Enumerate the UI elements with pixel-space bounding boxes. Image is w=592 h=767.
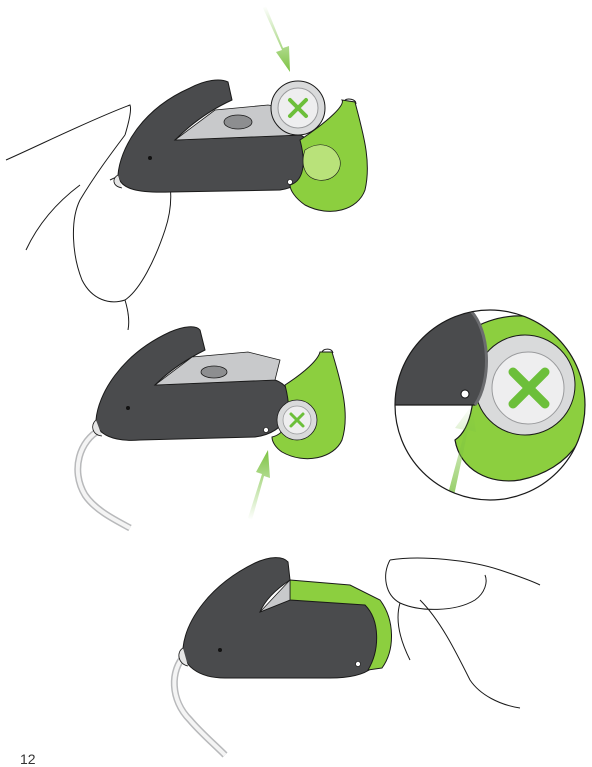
hearing-aid-body	[179, 558, 392, 678]
page-number: 12	[20, 752, 36, 766]
finger-outline	[386, 558, 540, 708]
